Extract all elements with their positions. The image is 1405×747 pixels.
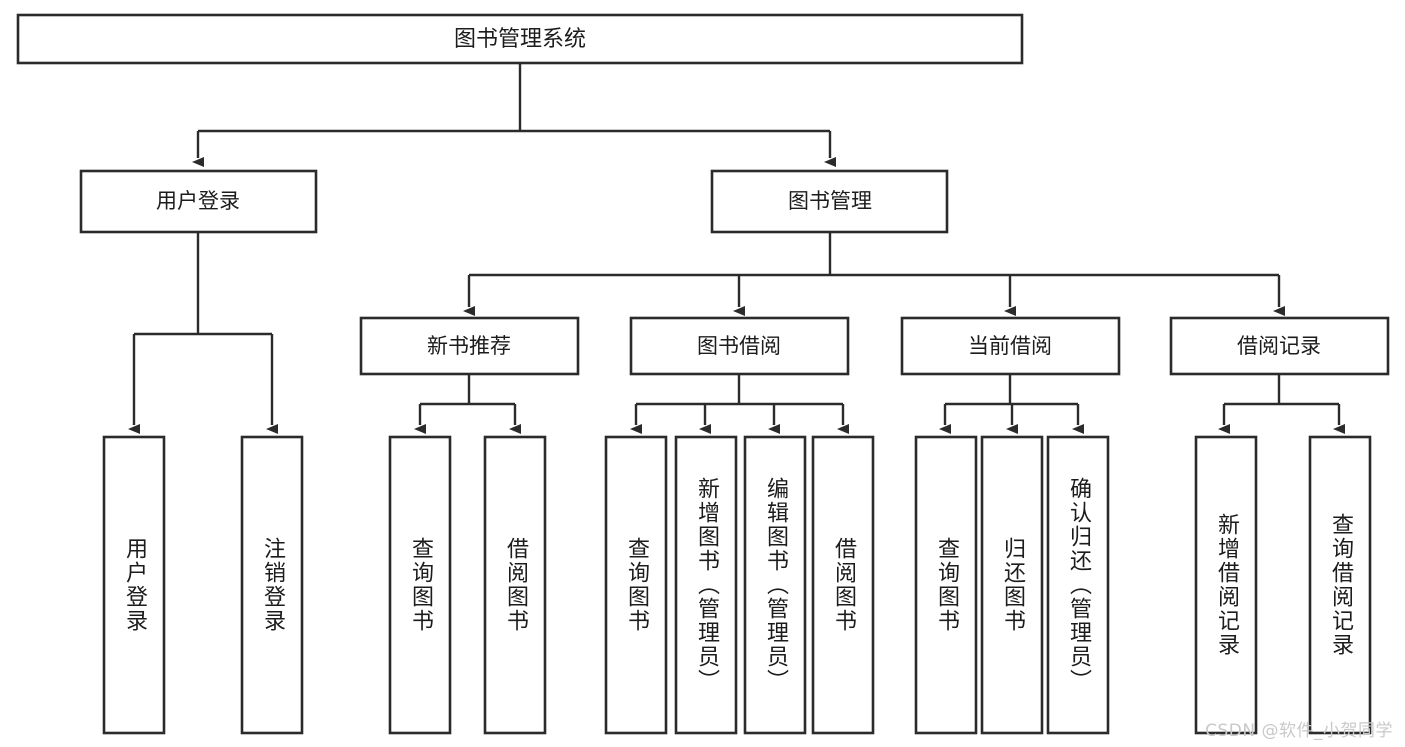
leaf-book-borrow-2[interactable] — [674, 435, 738, 735]
node-user-login-label: 用户登录 — [156, 189, 240, 213]
leaf-borrow-record-1[interactable] — [1194, 435, 1258, 735]
leaf-current-borrow-1-label: 查询图书 — [934, 537, 959, 633]
node-current-borrow[interactable]: 当前借阅 — [900, 316, 1121, 376]
connector-group-current-borrow — [939, 374, 1084, 434]
leaf-book-borrow-4-label: 借阅图书 — [831, 537, 856, 633]
node-borrow-record[interactable]: 借阅记录 — [1169, 316, 1390, 376]
connector-group-borrow-record — [1218, 374, 1345, 434]
leaf-book-borrow-3[interactable] — [743, 435, 807, 735]
leaf-new-book-2-label: 借阅图书 — [503, 537, 528, 633]
node-user-login[interactable]: 用户登录 — [79, 169, 318, 234]
connector-group-root — [192, 63, 836, 167]
leaf-book-borrow-1[interactable] — [604, 435, 668, 735]
node-book-borrow[interactable]: 图书借阅 — [629, 316, 850, 376]
leaf-book-borrow-2-label: 新增图书（管理员） — [694, 477, 719, 693]
connector-group-new-book — [414, 374, 521, 434]
leaf-new-book-2[interactable] — [483, 435, 547, 735]
node-new-book-recommend-label: 新书推荐 — [427, 334, 511, 358]
node-root-system[interactable]: 图书管理系统 — [16, 13, 1024, 65]
leaf-new-book-1-label: 查询图书 — [408, 537, 433, 633]
connector-group-book-borrow — [630, 374, 849, 434]
leaf-borrow-record-2[interactable] — [1308, 435, 1372, 735]
connector-group-book-manage — [463, 232, 1285, 316]
node-book-borrow-label: 图书借阅 — [697, 334, 781, 358]
connector-group-user-login — [128, 232, 278, 434]
node-root-system-label: 图书管理系统 — [454, 27, 586, 52]
leaf-borrow-record-2-label: 查询借阅记录 — [1328, 513, 1353, 657]
leaf-current-borrow-2-label: 归还图书 — [1000, 537, 1025, 633]
leaf-current-borrow-2[interactable] — [980, 435, 1044, 735]
leaf-book-borrow-3-label: 编辑图书（管理员） — [763, 477, 788, 693]
node-current-borrow-label: 当前借阅 — [968, 334, 1052, 358]
leaf-book-borrow-4[interactable] — [811, 435, 875, 735]
leaf-current-borrow-3[interactable] — [1046, 435, 1110, 735]
node-book-manage[interactable]: 图书管理 — [710, 169, 949, 234]
leaf-user-login-1[interactable] — [102, 435, 166, 735]
node-new-book-recommend[interactable]: 新书推荐 — [359, 316, 580, 376]
leaf-user-login-1-label: 用户登录 — [122, 537, 147, 633]
leaf-new-book-1[interactable] — [388, 435, 452, 735]
leaf-current-borrow-1[interactable] — [914, 435, 978, 735]
csdn-watermark: CSDN @软件_小贺同学 — [1205, 721, 1393, 741]
leaf-book-borrow-1-label: 查询图书 — [624, 537, 649, 633]
node-book-manage-label: 图书管理 — [788, 189, 872, 213]
leaf-user-login-2[interactable] — [240, 435, 304, 735]
node-borrow-record-label: 借阅记录 — [1237, 334, 1321, 358]
leaf-current-borrow-3-label: 确认归还（管理员） — [1066, 477, 1091, 693]
leaf-borrow-record-1-label: 新增借阅记录 — [1214, 513, 1239, 657]
leaf-user-login-2-label: 注销登录 — [260, 537, 285, 633]
